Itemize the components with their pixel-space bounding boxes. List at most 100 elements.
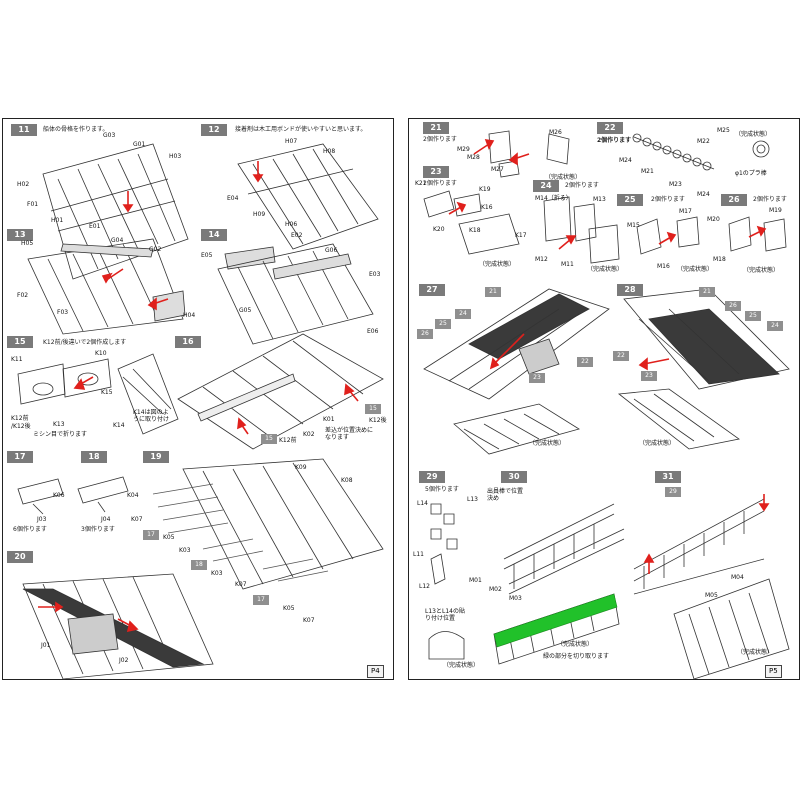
part-label: M16 — [657, 263, 670, 270]
part-label: K12前 — [11, 415, 29, 422]
step-28-badge: 28 — [617, 284, 643, 296]
step-11-note: 船体の骨格を作ります。 — [43, 126, 109, 133]
completed-note: （完成状態） — [677, 266, 714, 273]
step-ref-tag: 22 — [577, 357, 593, 367]
step-ref-tag: 18 — [191, 560, 207, 570]
instruction-page-right: 21 2個作ります 22 2個作ります 23 2個作ります 24 2個作ります … — [408, 118, 800, 680]
part-label: M13 — [593, 196, 606, 203]
part-label: G04 — [111, 237, 124, 244]
completed-note: （完成状態） — [737, 649, 774, 656]
completed-note: （完成状態） — [443, 662, 480, 669]
part-label: J04 — [101, 516, 111, 523]
completed-note: （完成状態） — [545, 174, 582, 181]
part-label: H06 — [285, 221, 298, 228]
step-25-note: 2個作ります — [651, 196, 685, 203]
step-ref-tag: 24 — [767, 321, 783, 331]
completed-note: （完成状態） — [735, 131, 772, 138]
part-label: H02 — [17, 181, 30, 188]
part-label: K15 — [101, 389, 113, 396]
step-ref-tag: 23 — [529, 373, 545, 383]
part-label: K05 — [283, 605, 295, 612]
step-16-badge: 16 — [175, 336, 201, 348]
step-ref-tag: 26 — [725, 301, 741, 311]
step-15-note: K12前/後違いで2個作成します — [43, 339, 127, 346]
part-label: K20 — [433, 226, 445, 233]
step-27-badge: 27 — [419, 284, 445, 296]
k14-note: K14は図のように取り付け — [133, 409, 170, 423]
part-label: K07 — [131, 516, 143, 523]
completed-note: （完成状態） — [529, 440, 566, 447]
step-19-badge: 19 — [143, 451, 169, 463]
part-label: M19 — [769, 207, 782, 214]
part-label: K09 — [295, 464, 307, 471]
part-label: H01 — [51, 217, 64, 224]
part-label: K02 — [303, 431, 315, 438]
part-label: E01 — [89, 223, 101, 230]
step-ref-tag: 26 — [417, 329, 433, 339]
instruction-page-left: 11 船体の骨格を作ります。 12 接着剤は木工用ボンドが使いやすいと思います。… — [2, 118, 394, 680]
step-ref-tag: 21 — [699, 287, 715, 297]
part-label: K21 — [415, 180, 427, 187]
step-23-note: 2個作ります — [423, 180, 457, 187]
part-label: M27 — [491, 166, 504, 173]
part-label: M20 — [707, 216, 720, 223]
part-label: G06 — [325, 247, 338, 254]
completed-note: （完成状態） — [639, 440, 676, 447]
part-label: L13 — [467, 496, 478, 503]
part-label: E05 — [201, 252, 213, 259]
part-label: M04 — [731, 574, 744, 581]
page-number: P5 — [765, 665, 782, 678]
completed-note: （完成状態） — [743, 267, 780, 274]
step-29-badge: 29 — [419, 471, 445, 483]
part-label: K11 — [11, 356, 23, 363]
part-label: M14（折る） — [535, 195, 572, 202]
part-label: K01 — [323, 416, 335, 423]
part-label: H05 — [21, 240, 34, 247]
position-note: 出員棒で位置決め — [487, 488, 524, 502]
part-label: H09 — [253, 211, 266, 218]
step-ref-tag: 15 — [261, 434, 277, 444]
step-11-badge: 11 — [11, 124, 37, 136]
part-label: J01 — [41, 642, 51, 649]
part-label: F01 — [27, 201, 39, 208]
deck-fittings-illustrations — [409, 119, 800, 681]
step-22-note: 2個作ります — [597, 137, 632, 144]
part-label: /K12後 — [11, 423, 31, 430]
part-label: E02 — [291, 232, 303, 239]
part-label: K10 — [95, 350, 107, 357]
part-label: K12後 — [369, 417, 387, 424]
part-label: H07 — [285, 138, 298, 145]
step-14-badge: 14 — [201, 229, 227, 241]
part-label: H04 — [183, 312, 196, 319]
part-label: K12前 — [279, 437, 297, 444]
completed-note: （完成状態） — [479, 261, 516, 268]
part-label: F03 — [57, 309, 69, 316]
position-note: 差込が位置決めになります — [325, 427, 374, 441]
part-label: K05 — [163, 534, 175, 541]
step-22-badge: 22 — [597, 122, 623, 134]
step-20-badge: 20 — [7, 551, 33, 563]
part-label: K16 — [481, 204, 493, 211]
part-label: M01 — [469, 577, 482, 584]
part-label: L14 — [417, 500, 428, 507]
part-label: K08 — [341, 477, 353, 484]
step-ref-tag: 15 — [365, 404, 381, 414]
part-label: M15 — [627, 222, 640, 229]
part-label: K06 — [53, 492, 65, 499]
step-ref-tag: 29 — [665, 487, 681, 497]
step-24-note: 2個作ります — [565, 182, 599, 189]
part-label: H03 — [169, 153, 182, 160]
part-label: M21 — [641, 168, 654, 175]
part-label: K17 — [515, 232, 527, 239]
step-12-badge: 12 — [201, 124, 227, 136]
part-label: M22 — [697, 138, 710, 145]
part-label: M24 — [619, 157, 632, 164]
l13-l14-note: L13とL14の貼り付け位置 — [425, 608, 465, 622]
part-label: M29 — [457, 146, 470, 153]
rod-note: φ1のプラ棒 — [735, 170, 767, 177]
page-number: P4 — [367, 665, 384, 678]
step-21-badge: 21 — [423, 122, 449, 134]
part-label: G01 — [133, 141, 146, 148]
part-label: M23 — [669, 181, 682, 188]
part-label: M12 — [535, 256, 548, 263]
